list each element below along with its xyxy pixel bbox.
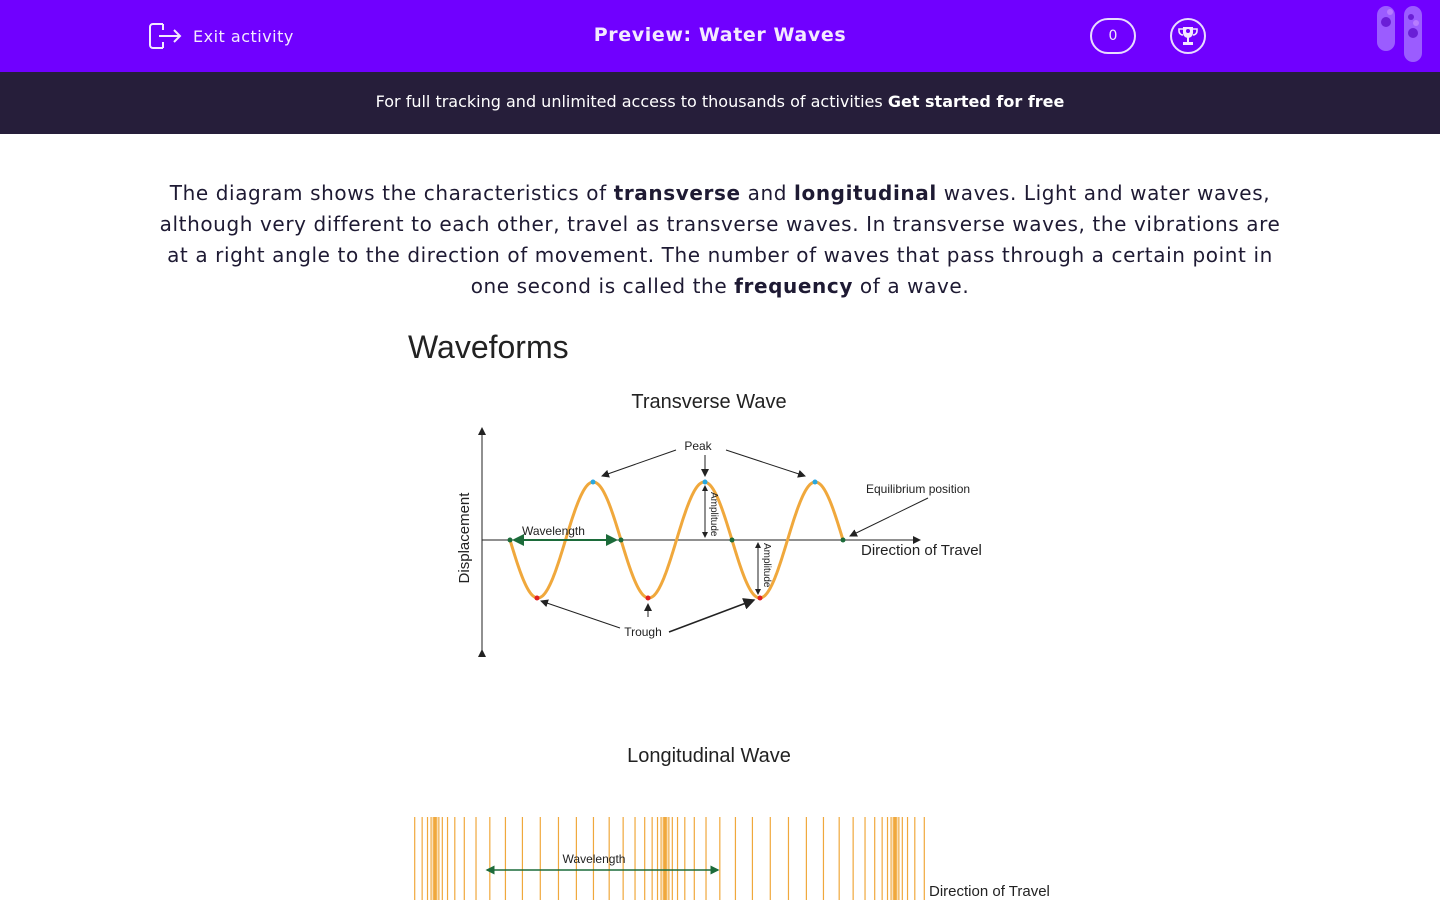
exit-icon [149,23,182,49]
signup-banner: For full tracking and unlimited access t… [0,72,1440,134]
peak-dot [590,479,596,485]
term-longitudinal: longitudinal [794,181,937,205]
exit-label: Exit activity [193,26,294,46]
peak-dot [812,479,818,485]
equilibrium-dot [729,537,735,543]
trough-arrow [668,598,756,633]
intro-paragraph: The diagram shows the characteristics of… [150,178,1290,302]
peak-dot [702,479,708,485]
score-badge: 0 [1090,18,1136,54]
term-frequency: frequency [734,274,853,298]
diagram-title: Waveforms [408,329,569,365]
amplitude-label: Amplitude [708,492,719,537]
peak-label: Peak [684,439,712,453]
peak-arrow [725,449,806,478]
banner-text: For full tracking and unlimited access t… [375,92,888,111]
trough-dot [534,595,540,601]
term-transverse: transverse [613,181,741,205]
amplitude-label: Amplitude [761,543,772,588]
longitudinal-wavelength-label: Wavelength [563,852,626,866]
intro-text: and [740,181,795,205]
longitudinal-direction-label: Direction of Travel [929,883,1050,900]
direction-label: Direction of Travel [861,542,982,559]
intro-text: waves. Light and water waves, although v… [159,181,1281,298]
exit-activity-button[interactable]: Exit activity [149,22,294,50]
equilibrium-dot [840,537,846,543]
y-axis-label: Displacement [456,492,473,584]
trophy-button[interactable] [1170,18,1206,54]
trophy-icon [1178,27,1198,45]
trough-dot [645,595,651,601]
get-started-link[interactable]: Get started for free [887,92,1065,111]
peak-arrow [601,449,677,478]
equilibrium-dot [507,537,513,543]
wavelength-label: Wavelength [522,524,585,538]
intro-text: of a wave. [852,274,970,298]
equilibrium-arrow [849,497,929,537]
trough-label: Trough [624,625,662,639]
test-tubes-logo [1377,6,1422,62]
longitudinal-title: Longitudinal Wave [627,745,791,767]
equilibrium-label: Equilibrium position [866,482,970,496]
trough-arrow [540,599,621,629]
trough-dot [757,595,763,601]
intro-text: The diagram shows the characteristics of [169,181,614,205]
equilibrium-dot [618,537,624,543]
transverse-title: Transverse Wave [631,391,786,413]
